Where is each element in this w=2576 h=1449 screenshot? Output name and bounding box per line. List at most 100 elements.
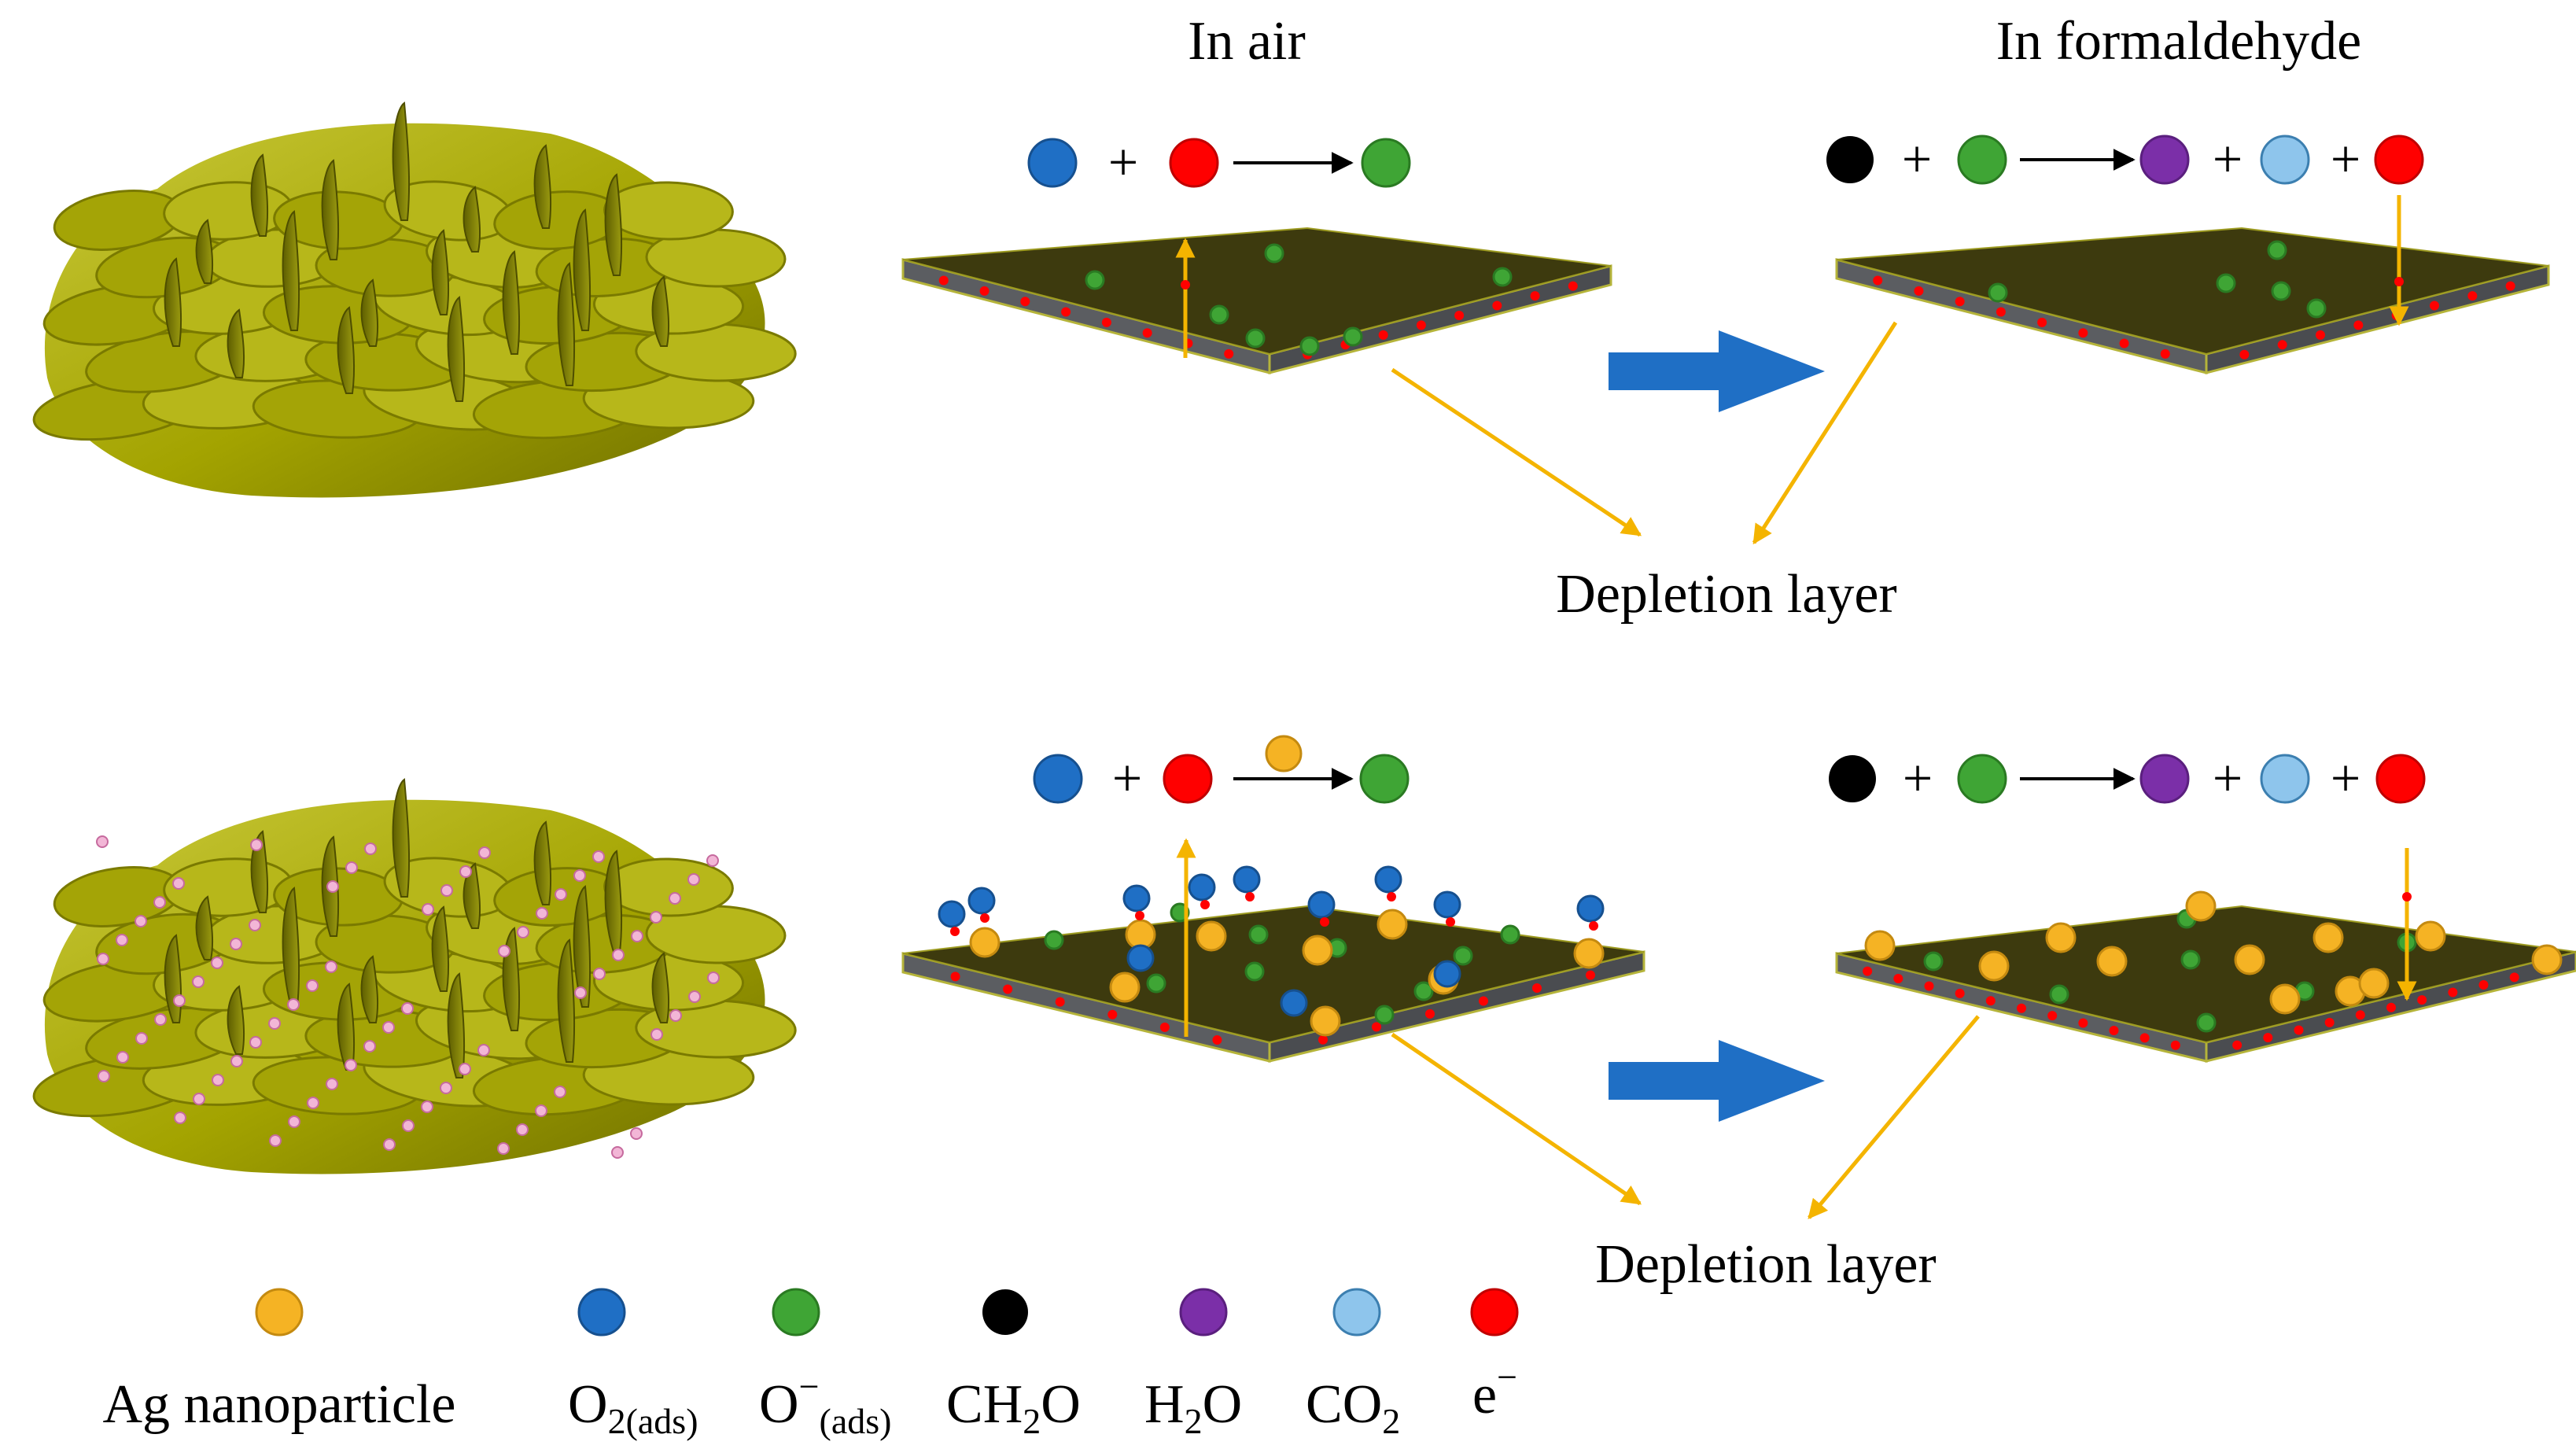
nanosheet-blade [227,308,245,378]
nanosheet-blade [447,972,466,1078]
electron-dot [2170,1040,2180,1050]
ag-nanoparticle-dot [687,873,700,886]
electron-dot [1425,1008,1435,1019]
ag-nanoparticle-dot [98,1070,110,1082]
electron-dot [2277,340,2287,350]
electron-dot [1924,981,1934,991]
oxygen-ion-dot [1374,1005,1395,1025]
depletion-layer-label: Depletion layer [1595,1234,1936,1295]
ag-nanoparticle-dot [611,1146,624,1159]
o2-molecule-dot [1122,884,1151,913]
electron-dot [1212,1035,1222,1045]
plate-surface [1836,227,2549,356]
co2-molecule-icon [2260,135,2310,185]
ag-nanoparticle-dot [706,854,719,867]
ag-nanoparticle-dot [211,957,223,969]
ag-nanoparticle-dot [116,1051,129,1064]
nanosheet-blade [502,250,521,355]
oxygen-ion-dot [1264,243,1284,264]
ag-nanoparticle-dot [249,919,261,931]
o2-molecule-dot [1126,944,1155,972]
ag-nanoparticle-dot [174,1112,186,1124]
ag-nanoparticle-dot [421,1101,433,1113]
ag-nanoparticle-dot [364,842,377,855]
ag-nanoparticle-dot [345,861,358,874]
electron-dot [938,275,949,286]
plus-sign: + [1903,748,1933,808]
sensing-plate [1835,905,2576,1063]
ag-nanoparticle-dot [1109,972,1141,1003]
ag-nanoparticle-dot [535,1104,547,1117]
pointer-arrow-icon [1752,321,1898,545]
oxygen-ion-dot [1146,973,1166,994]
plate-surface [1836,905,2576,1044]
electron-dot [1955,297,1965,307]
o2-molecule-dot [938,900,966,928]
electron-dot [1224,348,1234,359]
depletion-pointers-bottom [1391,1015,1980,1219]
co2-molecule-icon [1332,1288,1381,1337]
plus-sign: + [2213,748,2242,808]
ag-nanoparticle-dot [592,850,605,863]
electron-dot [1055,997,1065,1007]
ag-nanoparticle-dot [650,1028,663,1041]
oxygen-ion-dot [1988,282,2008,303]
electron-dot [1996,307,2006,317]
transition-arrow-icon [1609,1040,1825,1122]
ag-nanoparticle-dot [2269,983,2301,1015]
ag-nanoparticle-dot [2234,944,2265,975]
depletion-pointers-top [1391,321,1898,545]
oxygen-ion-icon [1359,754,1410,804]
ag-nanoparticle-dot [2045,922,2077,953]
nanosheet-blade [392,778,411,898]
ag-nanoparticle-dot [153,896,166,909]
ch2o-molecule-icon [1829,755,1876,802]
oxygen-ion-dot [1923,951,1944,972]
legend: Ag nanoparticle O2(ads) O−(ads) CH2O H2O… [103,1288,1519,1441]
nanosheet-blade [557,262,576,386]
ag-nanoparticle-dot [402,1119,415,1132]
electron-dot [1378,330,1388,340]
oxygen-ion-dot [2306,298,2327,319]
ag-nanoparticle-dot [688,990,701,1003]
electron-dot [1101,317,1111,327]
pointer-arrow-icon [1391,1032,1642,1206]
electron-dot [2239,349,2250,359]
ag-nanoparticle-dot [173,994,186,1007]
electron-dot [1873,275,1883,286]
ag-nanoparticle-dot [383,1138,396,1151]
nanosheet-petal [603,181,734,241]
legend-o-minus-label: O−(ads) [759,1366,891,1441]
ag-nanoparticle-dot [516,1123,529,1136]
oxygen-ion-dot [2049,984,2069,1005]
ag-nanoparticle-dot [2096,946,2128,977]
electron-dot [2139,1033,2150,1043]
oxygen-ion-dot [2267,240,2287,260]
electron-dot [1245,892,1255,901]
nanosheet-blade [604,173,623,276]
electron-dot [1914,286,1924,296]
ag-nanoparticle-dot [631,930,643,942]
ag-nanoparticle-dot [440,1082,452,1094]
oxygen-ion-dot [1413,981,1434,1001]
oxygen-ion-dot [2271,281,2291,301]
ag-decorated-nanosheet-structure [32,778,797,1174]
ag-nanoparticle-dot [97,953,109,965]
oxygen-ion-dot [2180,949,2201,970]
electron-dot [2417,995,2427,1005]
depletion-layer-label: Depletion layer [1556,564,1896,625]
electron-dot [2294,1025,2304,1035]
ag-nanoparticle-dot [2313,922,2344,953]
electron-dot [1416,320,1426,330]
title-in-formaldehyde: In formaldehyde [1996,11,2362,72]
electron-dot [1532,983,1542,994]
reaction-equations: ++++++++ [1027,129,2426,808]
ag-nanoparticle-dot [326,880,339,893]
ag-nanoparticle-dot [612,949,625,961]
nanosheet-petal [603,857,734,917]
ag-nanoparticle-dot [288,1115,300,1128]
ag-nanoparticle-dot [497,1142,510,1155]
ag-nanoparticle-dot [1573,938,1605,969]
oxygen-ion-dot [1453,946,1473,966]
electron-dot [1568,281,1578,291]
